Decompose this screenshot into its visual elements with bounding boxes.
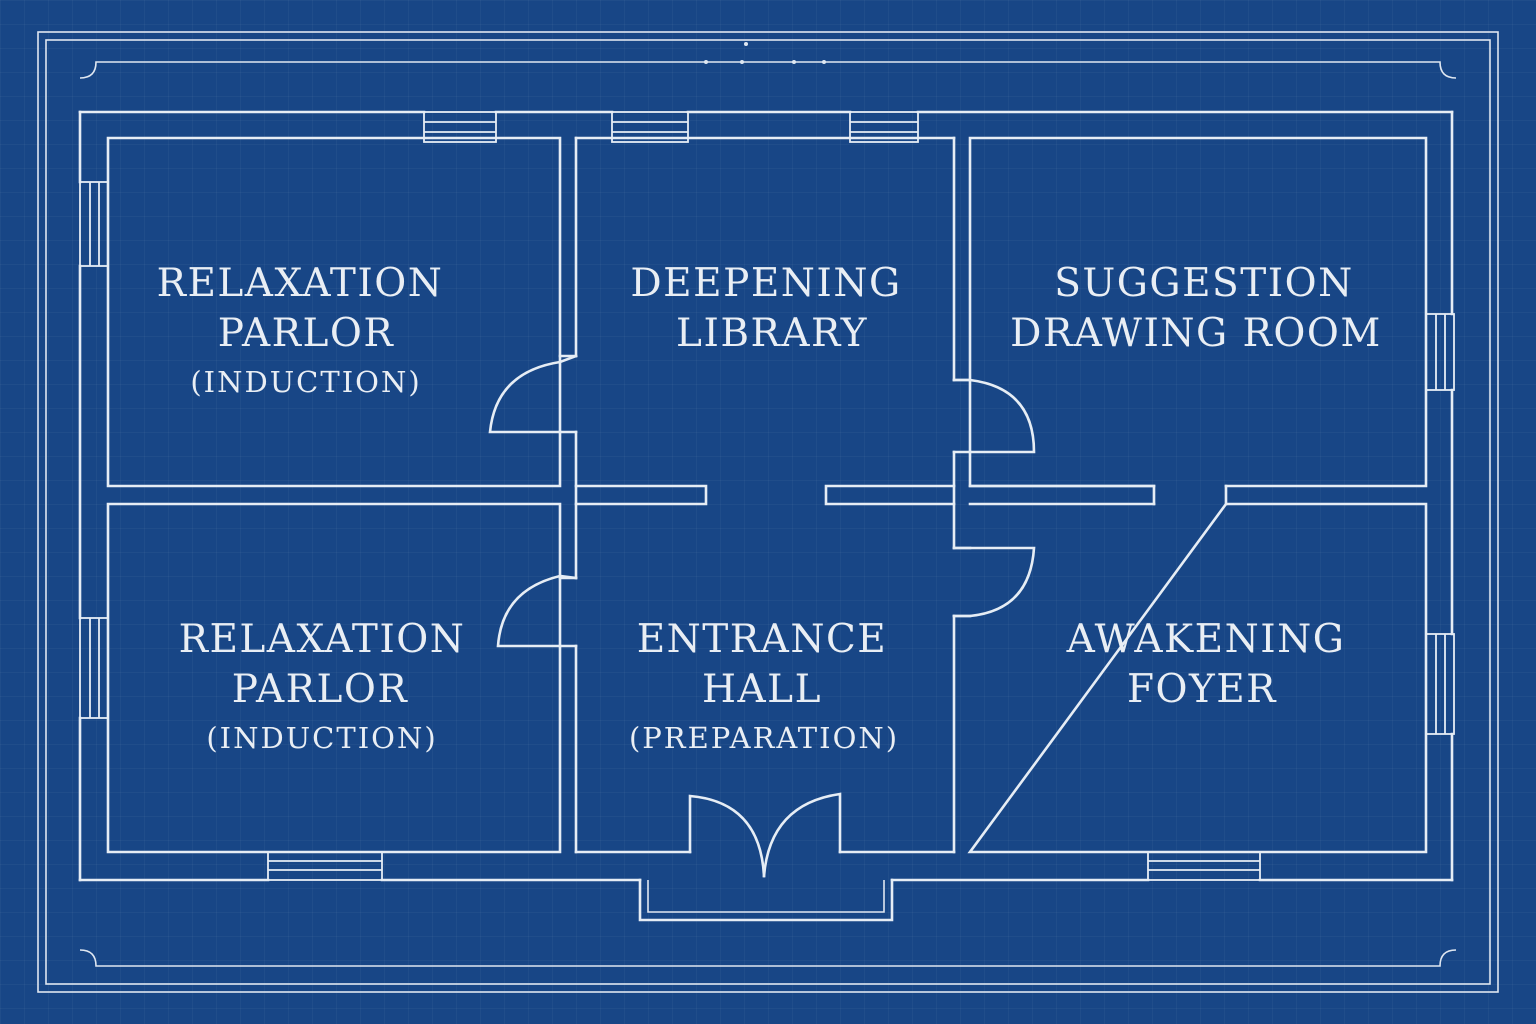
room-label-bottom-right: AWAKENING FOYER [1066,617,1346,712]
front-entrance-door [638,792,894,922]
room-label-top-left: RELAXATION PARLOR (INDUCTION) [157,261,444,399]
room-name-line1: DEEPENING [630,261,901,306]
room-name-line1: SUGGESTION [1054,261,1354,306]
room-label-top-right: SUGGESTION DRAWING ROOM [1010,261,1382,356]
room-label-top-center: DEEPENING LIBRARY [630,261,901,356]
room-name-line1: AWAKENING [1066,617,1346,662]
room-purpose: (INDUCTION) [190,365,421,399]
room-name-line1: ENTRANCE [637,617,888,662]
room-name-line2: LIBRARY [676,311,868,356]
drawing-border [37,31,1499,993]
room-name-line1: RELAXATION [157,261,444,306]
room-name-line2: HALL [702,667,822,712]
room-purpose: (PREPARATION) [629,721,899,755]
room-top-left-walls [106,136,562,488]
room-name-line2: DRAWING ROOM [1010,311,1382,356]
room-bottom-left-walls [106,502,562,854]
room-name-line1: RELAXATION [179,617,466,662]
exterior-walls [78,110,1454,882]
room-bottom-right-walls [967,502,1428,854]
room-label-bottom-center: ENTRANCE HALL (PREPARATION) [629,617,899,755]
door-swings [488,354,1036,648]
room-name-line2: PARLOR [232,667,409,712]
room-purpose: (INDUCTION) [206,721,437,755]
room-name-line2: FOYER [1127,667,1277,712]
room-label-bottom-left: RELAXATION PARLOR (INDUCTION) [179,617,466,755]
windows [79,111,1455,881]
room-name-line2: PARLOR [218,311,395,356]
